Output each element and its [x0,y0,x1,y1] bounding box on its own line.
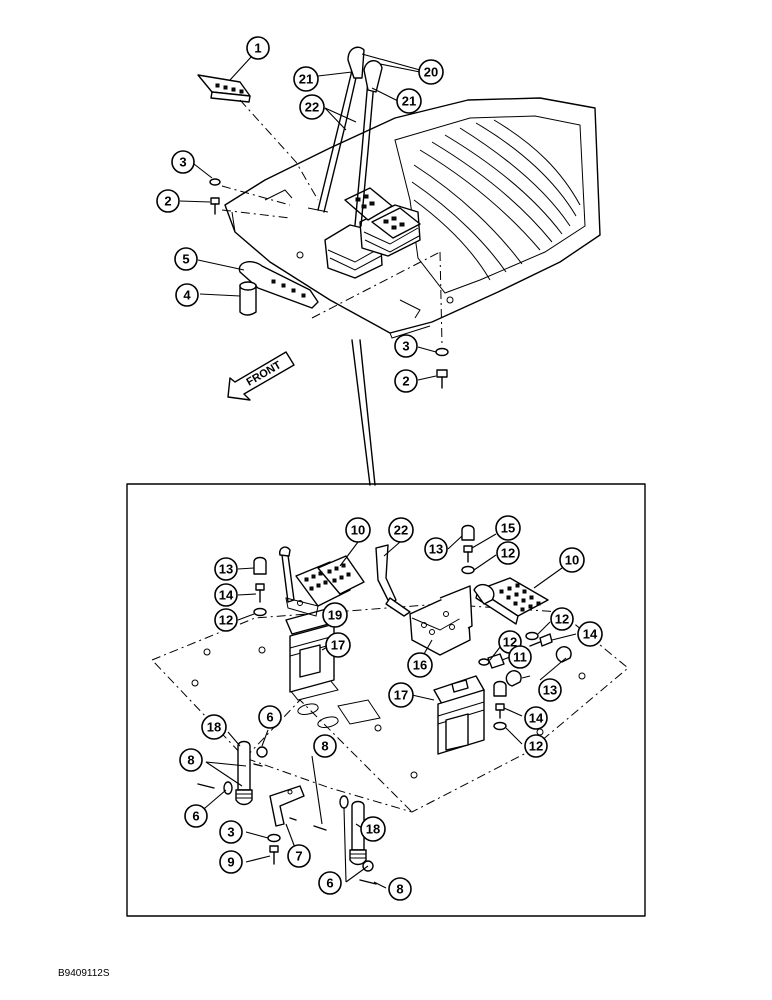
callout-5: 5 [174,247,198,271]
svg-text:8: 8 [187,753,194,768]
svg-text:3: 3 [402,339,409,354]
callout-10b: 10 [559,547,585,573]
svg-text:21: 21 [402,94,416,109]
callout-12: 12 [496,541,520,565]
svg-text:12: 12 [555,612,569,627]
svg-text:20: 20 [424,65,438,80]
svg-text:21: 21 [299,72,313,87]
callout-7: 7 [287,844,311,868]
svg-text:22: 22 [305,100,319,115]
callout-13: 13 [424,537,448,561]
svg-text:12: 12 [529,739,543,754]
svg-text:17: 17 [331,638,345,653]
svg-text:13: 13 [219,562,233,577]
callout-14c: 14 [524,706,548,730]
callout-6c: 6 [318,871,342,895]
svg-text:9: 9 [227,855,234,870]
svg-text:8: 8 [396,882,403,897]
svg-text:3: 3 [179,155,186,170]
callout-2b: 2 [394,369,418,393]
svg-text:18: 18 [366,822,380,837]
callout-8c: 8 [388,877,412,901]
callout-10: 10 [345,517,371,543]
callout-group: 1 20 21 22 21 3 2 5 4 3 2 10 22 15 13 12… [156,36,603,901]
callout-4: 4 [175,283,199,307]
svg-text:14: 14 [529,711,544,726]
svg-text:1: 1 [254,41,261,56]
callout-19: 19 [322,602,348,628]
callout-17: 17 [325,632,351,658]
callout-3: 3 [171,150,195,174]
svg-text:3: 3 [227,825,234,840]
svg-text:4: 4 [183,288,191,303]
callout-12e: 12 [524,734,548,758]
detail-connector-left [351,339,371,486]
top-small-parts [197,74,449,389]
callout-15: 15 [495,515,521,541]
callout-22: 22 [299,94,325,120]
svg-text:12: 12 [219,613,233,628]
right-pilot-valve [375,544,549,755]
svg-text:11: 11 [513,650,527,665]
callout-3c: 3 [219,820,243,844]
callout-8: 8 [179,748,203,772]
svg-text:12: 12 [503,635,517,650]
svg-text:16: 16 [413,658,427,673]
svg-text:10: 10 [565,553,579,568]
callout-13b: 13 [214,557,238,581]
callout-18b: 18 [360,816,386,842]
callout-22b: 22 [388,517,414,543]
svg-text:2: 2 [402,374,409,389]
svg-text:12: 12 [501,546,515,561]
svg-text:19: 19 [328,608,342,623]
svg-text:13: 13 [543,683,557,698]
callout-2: 2 [156,189,180,213]
callout-13c: 13 [538,678,562,702]
callout-16: 16 [407,652,433,678]
callout-14: 14 [214,583,238,607]
callout-3b: 3 [394,334,418,358]
detail-connector-right [359,339,376,486]
svg-text:2: 2 [164,194,171,209]
svg-text:15: 15 [501,521,515,536]
svg-text:6: 6 [326,876,333,891]
svg-text:10: 10 [351,523,365,538]
callout-21: 21 [293,66,319,92]
svg-text:18: 18 [207,720,221,735]
callout-8b: 8 [313,734,337,758]
svg-text:7: 7 [295,849,302,864]
svg-text:14: 14 [219,588,234,603]
pilot-valve-assembly-top [307,46,421,279]
callout-12b: 12 [214,608,238,632]
callout-12c: 12 [550,607,574,631]
callout-21b: 21 [396,88,422,114]
svg-text:6: 6 [192,809,199,824]
callout-9: 9 [219,850,243,874]
callout-6b: 6 [184,804,208,828]
callout-1: 1 [246,36,270,60]
callout-18: 18 [201,714,227,740]
callout-20: 20 [418,59,444,85]
figure-id: B9409112S [58,968,110,979]
front-direction-arrow: FRONT [227,351,295,401]
svg-text:13: 13 [429,542,443,557]
svg-text:14: 14 [583,627,598,642]
callout-11: 11 [508,645,532,669]
detail-base-plate [151,603,629,813]
svg-text:8: 8 [321,739,328,754]
detail-frame [126,483,646,917]
left-pilot-valve [278,546,365,693]
callout-17b: 17 [388,682,414,708]
callout-6: 6 [258,705,282,729]
svg-text:6: 6 [266,710,273,725]
svg-text:22: 22 [394,523,408,538]
svg-text:5: 5 [182,252,189,267]
callout-14b: 14 [577,621,603,647]
svg-text:17: 17 [394,688,408,703]
